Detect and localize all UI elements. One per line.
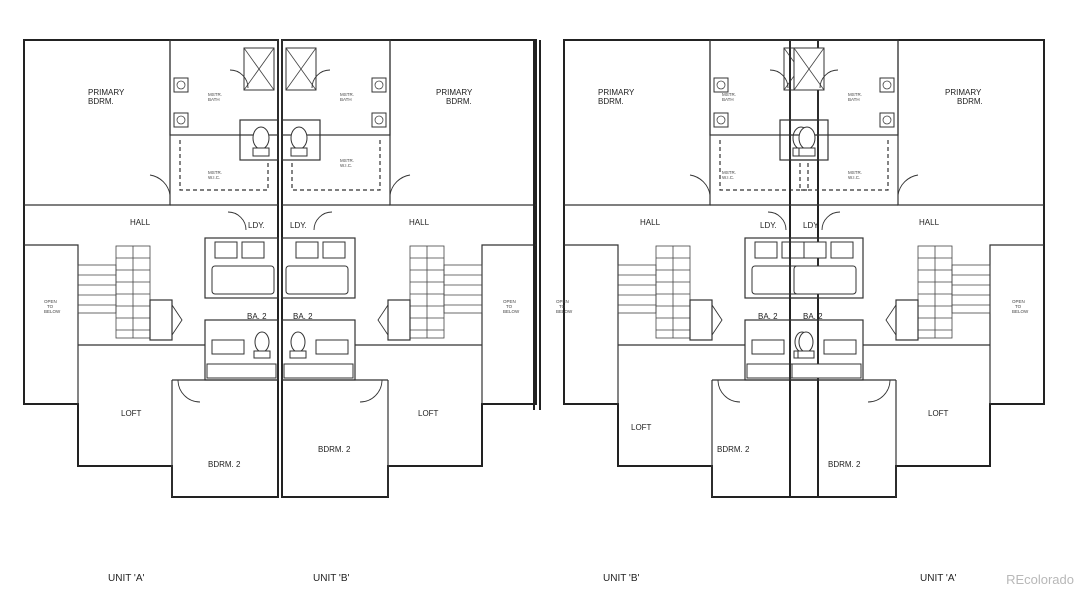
svg-text:LOFT: LOFT — [418, 409, 439, 418]
svg-text:LOFT: LOFT — [928, 409, 949, 418]
unit-label-1: UNIT 'A' — [108, 573, 145, 584]
svg-text:BELOW: BELOW — [44, 309, 61, 314]
svg-text:BATH: BATH — [848, 97, 860, 102]
svg-text:BA. 2: BA. 2 — [803, 312, 823, 321]
svg-text:OPEN: OPEN — [44, 299, 57, 304]
svg-text:LOFT: LOFT — [121, 409, 142, 418]
svg-text:HALL: HALL — [640, 218, 661, 227]
svg-text:OPEN: OPEN — [556, 299, 569, 304]
svg-text:BDRM.: BDRM. — [957, 97, 983, 106]
svg-text:BELOW: BELOW — [556, 309, 573, 314]
svg-text:LDY.: LDY. — [803, 221, 820, 230]
svg-text:MSTR.: MSTR. — [848, 92, 862, 97]
svg-text:HALL: HALL — [409, 218, 430, 227]
labels-unit-3: PRIMARY BDRM. MSTR. BATH MSTR. W.I.C. HA… — [556, 88, 778, 454]
svg-text:BDRM.: BDRM. — [88, 97, 114, 106]
labels-unit-1: PRIMARY BDRM. MSTR. BATH MSTR. W.I.C. HA… — [44, 88, 267, 469]
svg-text:BDRM. 2: BDRM. 2 — [717, 445, 750, 454]
svg-text:HALL: HALL — [130, 218, 151, 227]
svg-text:BA. 2: BA. 2 — [758, 312, 778, 321]
svg-text:BELOW: BELOW — [1012, 309, 1029, 314]
svg-text:TO: TO — [47, 304, 54, 309]
svg-text:OPEN: OPEN — [1012, 299, 1025, 304]
unit-label-4: UNIT 'A' — [920, 573, 957, 584]
unit-a-left-plan — [23, 39, 279, 498]
svg-text:BELOW: BELOW — [503, 309, 520, 314]
svg-text:PRIMARY: PRIMARY — [945, 88, 982, 97]
svg-text:LDY.: LDY. — [248, 221, 265, 230]
svg-text:PRIMARY: PRIMARY — [436, 88, 473, 97]
svg-text:LDY.: LDY. — [290, 221, 307, 230]
svg-text:BA. 2: BA. 2 — [247, 312, 267, 321]
svg-text:MSTR.: MSTR. — [722, 92, 736, 97]
svg-text:HALL: HALL — [919, 218, 940, 227]
unit-b-left-plan — [281, 39, 537, 498]
unit-label-3: UNIT 'B' — [603, 573, 640, 584]
svg-text:TO: TO — [506, 304, 513, 309]
svg-text:LOFT: LOFT — [631, 423, 652, 432]
svg-text:W.I.C.: W.I.C. — [722, 175, 734, 180]
unit-a-right-plan — [789, 39, 1045, 498]
unit-label-2: UNIT 'B' — [313, 573, 350, 584]
svg-text:W.I.C.: W.I.C. — [208, 175, 220, 180]
svg-text:OPEN: OPEN — [503, 299, 516, 304]
svg-text:MSTR.: MSTR. — [340, 158, 354, 163]
svg-text:MSTR.: MSTR. — [722, 170, 736, 175]
svg-text:BATH: BATH — [340, 97, 352, 102]
svg-text:BDRM.: BDRM. — [446, 97, 472, 106]
svg-text:PRIMARY: PRIMARY — [88, 88, 125, 97]
svg-text:MSTR.: MSTR. — [848, 170, 862, 175]
svg-text:W.I.C.: W.I.C. — [848, 175, 860, 180]
svg-text:PRIMARY: PRIMARY — [598, 88, 635, 97]
svg-text:W.I.C.: W.I.C. — [340, 163, 352, 168]
svg-text:BDRM. 2: BDRM. 2 — [828, 460, 861, 469]
watermark: REcolorado — [1006, 572, 1074, 587]
svg-text:BDRM.: BDRM. — [598, 97, 624, 106]
svg-text:BDRM. 2: BDRM. 2 — [318, 445, 351, 454]
svg-text:BA. 2: BA. 2 — [293, 312, 313, 321]
svg-text:MSTR.: MSTR. — [208, 170, 222, 175]
svg-text:BATH: BATH — [208, 97, 220, 102]
labels-unit-4: PRIMARY BDRM. MSTR. BATH MSTR. W.I.C. HA… — [803, 88, 1029, 469]
svg-text:TO: TO — [1015, 304, 1022, 309]
svg-text:BDRM. 2: BDRM. 2 — [208, 460, 241, 469]
svg-text:MSTR.: MSTR. — [208, 92, 222, 97]
labels-unit-2: PRIMARY BDRM. MSTR. BATH MSTR. W.I.C. HA… — [290, 88, 520, 454]
svg-text:MSTR.: MSTR. — [340, 92, 354, 97]
svg-text:TO: TO — [559, 304, 566, 309]
svg-text:BATH: BATH — [722, 97, 734, 102]
unit-b-right-plan — [563, 39, 819, 498]
svg-text:LDY.: LDY. — [760, 221, 777, 230]
